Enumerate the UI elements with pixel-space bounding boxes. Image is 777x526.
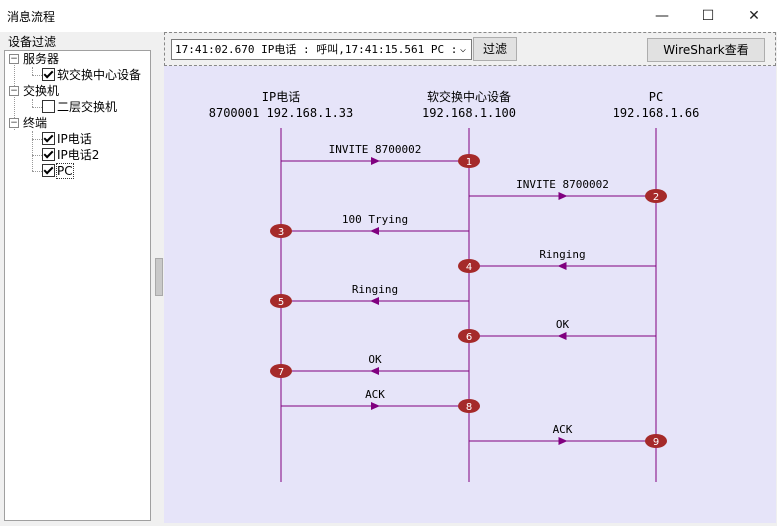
tree-connector (32, 155, 42, 156)
checkbox-ip-phone[interactable] (42, 132, 55, 145)
step-number: 7 (278, 367, 284, 378)
arrowhead (558, 437, 568, 445)
call-select-dropdown[interactable]: 17:41:02.670 IP电话 : 呼叫,17:41:15.561 PC :… (171, 39, 472, 60)
message-label: 100 Trying (342, 213, 408, 226)
tree-item-pc[interactable]: PC (42, 163, 74, 179)
filter-button[interactable]: 过滤 (473, 37, 517, 61)
toolbar: 17:41:02.670 IP电话 : 呼叫,17:41:15.561 PC :… (164, 32, 776, 66)
chevron-down-icon[interactable]: ⌵ (455, 40, 471, 59)
message-label: OK (556, 318, 570, 331)
tree-item-ip-phone[interactable]: IP电话 (42, 131, 92, 147)
title-bar: 消息流程 — ☐ ✕ (0, 0, 777, 32)
step-badge (270, 294, 292, 308)
step-number: 3 (278, 227, 284, 238)
step-number: 9 (653, 437, 659, 448)
lifeline-address: 192.168.1.66 (613, 106, 700, 120)
checkbox-pc[interactable] (42, 164, 55, 177)
step-badge (458, 399, 480, 413)
close-button[interactable]: ✕ (748, 8, 760, 24)
tree-group-switches[interactable]: 交换机 (23, 84, 60, 98)
tree-item-label: IP电话 (57, 132, 92, 146)
message-label: ACK (365, 388, 385, 401)
message-label: Ringing (539, 248, 585, 261)
tree-item-label: PC (56, 163, 74, 179)
tree-item-label: 软交换中心设备 (57, 68, 142, 82)
step-badge (645, 434, 667, 448)
checkbox-ip-phone-2[interactable] (42, 148, 55, 161)
checkbox-l2-switch[interactable] (42, 100, 55, 113)
step-badge (458, 259, 480, 273)
window-title: 消息流程 (7, 10, 56, 24)
step-badge (458, 154, 480, 168)
step-number: 8 (466, 402, 472, 413)
step-number: 4 (466, 262, 472, 273)
arrowhead (558, 192, 568, 200)
tree-collapse-toggle[interactable]: − (9, 54, 19, 64)
wireshark-view-button[interactable]: WireShark查看 (647, 38, 765, 62)
arrowhead (370, 367, 379, 375)
arrowhead (371, 157, 380, 165)
tree-item-label: 二层交换机 (57, 100, 118, 114)
tree-item-softswitch[interactable]: 软交换中心设备 (42, 67, 141, 83)
tree-group-servers[interactable]: 服务器 (23, 52, 60, 66)
step-badge (270, 364, 292, 378)
tree-connector (32, 75, 42, 76)
arrowhead (370, 227, 379, 235)
message-label: OK (368, 353, 382, 366)
message-label: INVITE 8700002 (516, 178, 609, 191)
tree-connector (14, 62, 15, 130)
tree-connector (32, 171, 42, 172)
message-label: Ringing (352, 283, 398, 296)
lifeline-name: IP电话 (262, 90, 300, 104)
lifeline-address: 192.168.1.100 (422, 106, 516, 120)
step-badge (270, 224, 292, 238)
call-select-value: 17:41:02.670 IP电话 : 呼叫,17:41:15.561 PC :… (175, 43, 472, 56)
tree-collapse-toggle[interactable]: − (9, 118, 19, 128)
splitter-handle[interactable] (155, 258, 163, 296)
tree-connector (32, 67, 33, 75)
step-number: 1 (466, 157, 472, 168)
message-label: ACK (553, 423, 573, 436)
lifeline-address: 8700001 192.168.1.33 (209, 106, 354, 120)
arrowhead (370, 297, 379, 305)
tree-item-ip-phone-2[interactable]: IP电话2 (42, 147, 99, 163)
checkbox-softswitch[interactable] (42, 68, 55, 81)
arrowhead (371, 402, 380, 410)
step-number: 5 (278, 297, 284, 308)
sequence-diagram-canvas: IP电话 8700001 192.168.1.33 软交换中心设备 192.168.1… (209, 89, 700, 482)
arrowhead (557, 262, 567, 270)
step-badge (458, 329, 480, 343)
lifeline-name: 软交换中心设备 (427, 89, 511, 104)
tree-group-terminals[interactable]: 终端 (23, 116, 48, 130)
lifeline-name: PC (649, 90, 663, 104)
device-tree: − 服务器 软交换中心设备 − 交换机 二层交换机 − 终端 IP电话 IP电话… (4, 50, 151, 521)
tree-connector (32, 131, 33, 171)
device-filter-heading: 设备过滤 (8, 35, 57, 49)
arrowhead (557, 332, 567, 340)
sequence-diagram: IP电话 8700001 192.168.1.33 软交换中心设备 192.168.1… (164, 66, 776, 523)
message-label: INVITE 8700002 (329, 143, 422, 156)
maximize-button[interactable]: ☐ (701, 8, 715, 24)
tree-connector (32, 139, 42, 140)
tree-connector (32, 107, 42, 108)
step-badge (645, 189, 667, 203)
tree-item-l2-switch[interactable]: 二层交换机 (42, 99, 117, 115)
minimize-button[interactable]: — (655, 8, 669, 24)
tree-connector (32, 99, 33, 107)
step-number: 6 (466, 332, 472, 343)
tree-item-label: IP电话2 (57, 148, 100, 162)
tree-collapse-toggle[interactable]: − (9, 86, 19, 96)
step-number: 2 (653, 192, 659, 203)
